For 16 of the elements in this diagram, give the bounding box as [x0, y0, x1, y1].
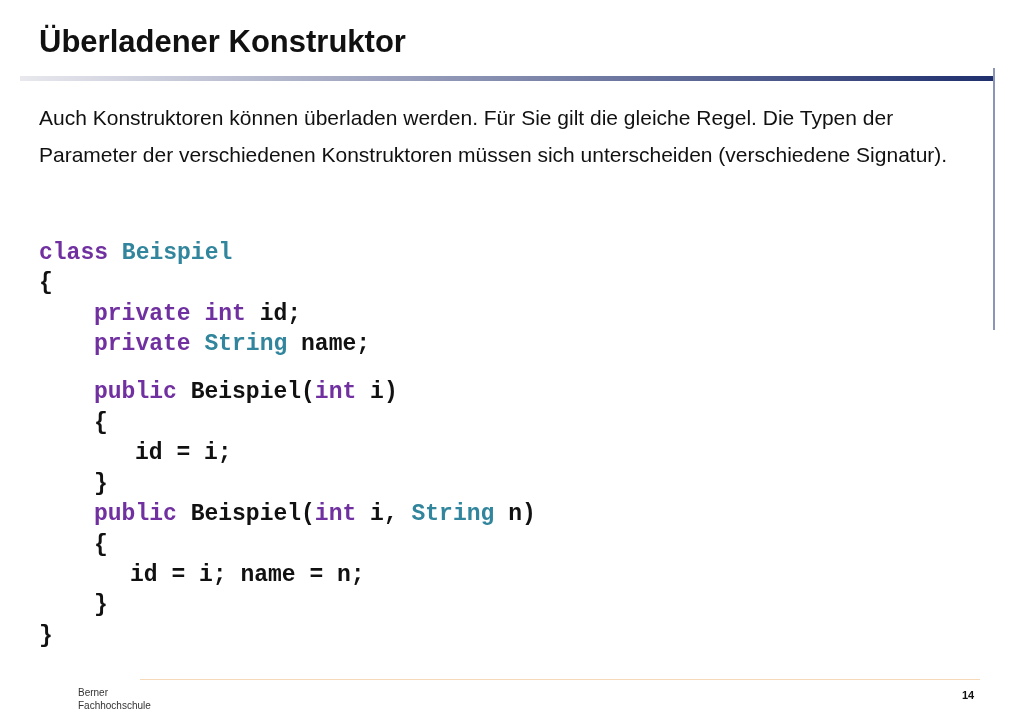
- code-line: {: [94, 531, 108, 559]
- code-line: id = i;: [135, 439, 232, 467]
- code-line: private int id;: [94, 300, 302, 328]
- slide-title: Überladener Konstruktor: [39, 24, 406, 60]
- code-line: public Beispiel(int i, String n): [94, 500, 536, 528]
- code-line: {: [94, 409, 108, 437]
- code-line: {: [39, 269, 53, 297]
- code-line: private String name;: [94, 330, 371, 358]
- code-line: public Beispiel(int i): [94, 378, 398, 406]
- code-line: }: [94, 591, 108, 619]
- code-line: class Beispiel: [39, 239, 233, 267]
- page-number: 14: [962, 689, 975, 701]
- code-line: }: [94, 470, 108, 498]
- paragraph: Auch Konstruktoren können überladen werden. Für Sie gilt die gleiche Regel. Die Typen der Parameter der verschiedenen Konstruktoren müssen sich unterscheiden (verschiedene Signatur).: [39, 105, 949, 168]
- code-line: }: [39, 622, 53, 650]
- code-line: id = i; name = n;: [130, 561, 365, 589]
